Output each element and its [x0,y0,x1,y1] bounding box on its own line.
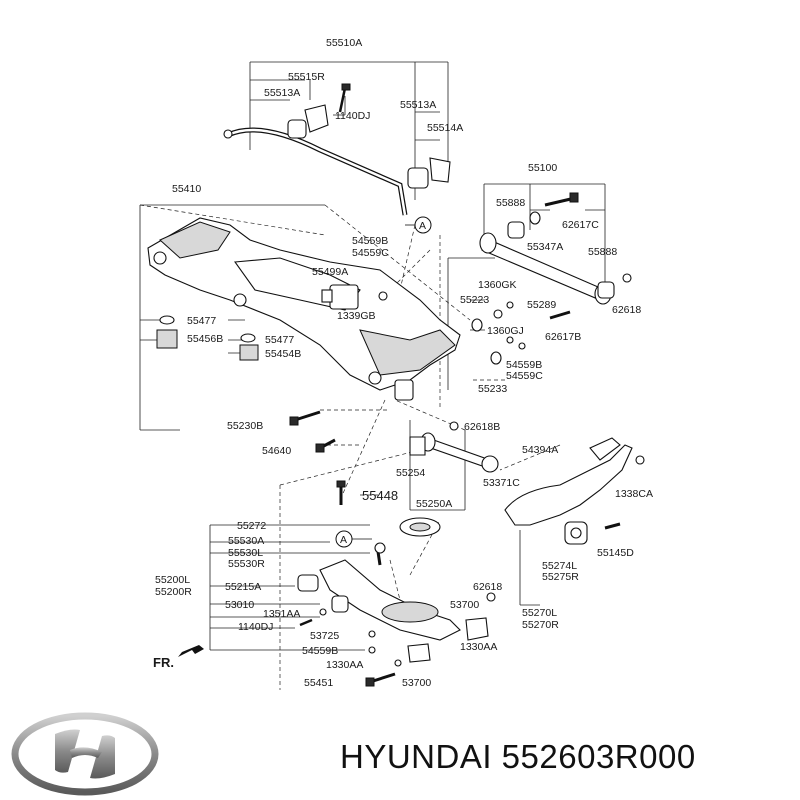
callout-a-bottom: A [335,530,372,548]
brand-part-number: HYUNDAI 552603R000 [340,738,696,775]
label-62618B: 62618B [464,421,500,433]
nut-1339GB [378,291,388,301]
label-55254: 55254 [396,467,425,479]
label-1338CA: 1338CA [615,488,653,500]
callout-a-bottom-label: A [340,534,347,546]
washer-55347A [529,211,541,225]
label-1360GJ: 1360GJ [487,325,524,337]
label-55456B: 55456B [187,333,223,345]
label-54394A: 54394A [522,444,558,456]
bolt-55451 [365,672,396,687]
label-54559C-top: 54559C [352,247,389,259]
bracket-55499A [321,284,359,310]
control-arm-55250A [409,421,499,473]
front-arrow-icon [178,645,204,657]
label-55145D: 55145D [597,547,634,559]
lower-arm-55200 [297,559,496,663]
callout-a-top: A [405,216,432,234]
bushing-55513A-right [407,157,451,189]
bolt-62617C [544,192,579,207]
label-55530A: 55530A [228,535,264,547]
label-55270L: 55270L [522,607,557,619]
bushing-55888-right [597,281,615,299]
label-1360GK: 1360GK [478,279,517,291]
subframe-55410 [147,217,461,401]
leader-lines [139,61,606,690]
label-55510A: 55510A [326,37,362,49]
part-labels: 55510A 55515R 55513A 1140DJ 55513A 55514… [153,37,653,689]
label-55347A: 55347A [527,241,563,253]
label-55272: 55272 [237,520,266,532]
bolt-54640 [315,438,336,453]
label-55250A: 55250A [416,498,452,510]
label-front: FR. [153,655,174,670]
label-55274L: 55274L [542,560,577,572]
label-55451: 55451 [304,677,333,689]
label-55200R: 55200R [155,586,192,598]
label-55410: 55410 [172,183,201,195]
bolt-1140DJ-top [338,83,351,113]
label-1351AA: 1351AA [263,608,300,620]
small-bolts-lower [299,608,402,667]
label-53725: 53725 [310,630,339,642]
label-55230B: 55230B [227,420,263,432]
bushing-55888-left [507,221,525,239]
label-55448: 55448 [362,488,398,503]
subframe-mount-bushings [156,315,259,361]
label-55514A: 55514A [427,122,463,134]
label-53010: 53010 [225,599,254,611]
label-55215A: 55215A [225,581,261,593]
hyundai-logo-icon [11,712,159,796]
label-55200L: 55200L [155,574,190,586]
label-54559B-top: 54559B [352,235,388,247]
label-55233: 55233 [478,383,507,395]
label-55515R: 55515R [288,71,325,83]
label-55223: 55223 [460,294,489,306]
label-55100: 55100 [528,162,557,174]
bolt-55448 [336,480,346,505]
label-55530R: 55530R [228,558,265,570]
bolt-55230B [289,410,321,426]
mid-small-parts [471,301,571,365]
label-55530L: 55530L [228,547,263,559]
label-1339GB: 1339GB [337,310,376,322]
label-62618-bottom: 62618 [473,581,502,593]
label-54559B-mid: 54559B [506,359,542,371]
label-55477-a: 55477 [187,315,216,327]
link-55530 [374,542,386,566]
label-53371C: 53371C [483,477,520,489]
label-55270R: 55270R [522,619,559,631]
label-55888-right: 55888 [588,246,617,258]
label-55513A-left: 55513A [264,87,300,99]
label-53700-b: 53700 [402,677,431,689]
label-55888-left: 55888 [496,197,525,209]
label-1330AA-right: 1330AA [460,641,497,653]
label-1140DJ-bottom: 1140DJ [238,621,273,633]
nut-62618-right [622,273,632,283]
label-54559C-mid: 54559C [506,370,543,382]
label-55454B: 55454B [265,348,301,360]
label-55289: 55289 [527,299,556,311]
spring-seat-55272 [399,517,441,537]
label-55477-b: 55477 [265,334,294,346]
label-54640: 54640 [262,445,291,457]
label-1330AA-left: 1330AA [326,659,363,671]
stabilizer-bar [223,127,408,216]
label-55275R: 55275R [542,571,579,583]
label-54559B-bottom: 54559B [302,645,338,657]
label-62617B: 62617B [545,331,581,343]
callout-a-top-label: A [419,220,426,232]
trailing-arm-55270 [504,437,645,545]
bushing-55513A-left [287,104,329,139]
label-53700-a: 53700 [450,599,479,611]
label-62617C: 62617C [562,219,599,231]
label-62618-right: 62618 [612,304,641,316]
label-1140DJ-top: 1140DJ [335,110,370,122]
label-55513A-right: 55513A [400,99,436,111]
label-55499A: 55499A [312,266,348,278]
